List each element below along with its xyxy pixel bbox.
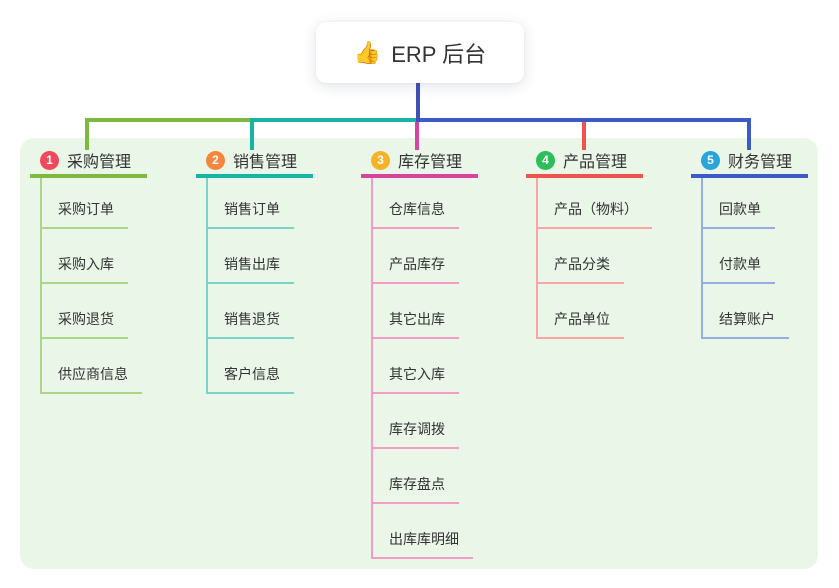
priority-number-badge: 4 [536,150,555,170]
child-node[interactable]: 结算账户 [703,284,789,339]
child-node[interactable]: 客户信息 [208,339,294,394]
branch-drop-line [582,118,586,150]
root-node-label: ERP 后台 [391,41,487,67]
branch-column: 1 采购管理采购订单采购入库采购退货供应商信息 [30,146,147,394]
branch-drop-line [250,118,254,150]
child-node[interactable]: 供应商信息 [42,339,142,394]
child-node[interactable]: 采购入库 [42,229,128,284]
child-node[interactable]: 库存盘点 [373,449,459,504]
priority-number-badge: 2 [206,150,225,170]
child-node[interactable]: 销售出库 [208,229,294,284]
branch-drop-line [85,118,89,150]
bus-segment-line [416,118,751,122]
child-node[interactable]: 销售退货 [208,284,294,339]
child-node[interactable]: 其它入库 [373,339,459,394]
child-node-list: 销售订单销售出库销售退货客户信息 [206,178,294,394]
priority-number-badge: 5 [701,150,720,170]
child-node[interactable]: 销售订单 [208,178,294,229]
branch-node[interactable]: 4 产品管理 [526,146,643,178]
child-node-list: 仓库信息产品库存其它出库其它入库库存调拨库存盘点出库库明细 [371,178,473,559]
child-node[interactable]: 其它出库 [373,284,459,339]
child-node[interactable]: 产品（物料） [538,178,652,229]
branch-column: 2 销售管理销售订单销售出库销售退货客户信息 [196,146,313,394]
priority-number-badge: 3 [371,150,390,170]
branch-column: 4 产品管理产品（物料）产品分类产品单位 [526,146,652,339]
child-node[interactable]: 回款单 [703,178,775,229]
child-node[interactable]: 产品单位 [538,284,624,339]
root-node[interactable]: 👍 ERP 后台 [316,22,524,83]
bus-segment-line [250,118,420,122]
child-node[interactable]: 出库库明细 [373,504,473,559]
child-node[interactable]: 产品库存 [373,229,459,284]
thumbs-up-icon: 👍 [353,39,382,65]
branch-node-label: 库存管理 [398,154,463,171]
child-node[interactable]: 采购退货 [42,284,128,339]
branches-panel [20,138,818,569]
child-node[interactable]: 付款单 [703,229,775,284]
bus-segment-line [85,118,254,122]
child-node[interactable]: 库存调拨 [373,394,459,449]
branch-node-label: 采购管理 [67,154,132,171]
branch-node[interactable]: 2 销售管理 [196,146,313,178]
priority-number-badge: 1 [40,150,59,170]
root-connector-line [416,83,420,122]
branch-node-label: 销售管理 [233,154,298,171]
branch-drop-line [415,118,419,150]
branch-node-label: 产品管理 [563,154,628,171]
child-node-list: 采购订单采购入库采购退货供应商信息 [40,178,142,394]
child-node[interactable]: 采购订单 [42,178,128,229]
child-node-list: 产品（物料）产品分类产品单位 [536,178,652,339]
branch-node[interactable]: 1 采购管理 [30,146,147,178]
branch-node[interactable]: 3 库存管理 [361,146,478,178]
child-node[interactable]: 仓库信息 [373,178,459,229]
branch-node-label: 财务管理 [728,154,793,171]
branch-node[interactable]: 5 财务管理 [691,146,808,178]
branch-column: 3 库存管理仓库信息产品库存其它出库其它入库库存调拨库存盘点出库库明细 [361,146,478,559]
child-node-list: 回款单付款单结算账户 [701,178,789,339]
branch-column: 5 财务管理回款单付款单结算账户 [691,146,808,339]
branch-drop-line [747,118,751,150]
child-node[interactable]: 产品分类 [538,229,624,284]
